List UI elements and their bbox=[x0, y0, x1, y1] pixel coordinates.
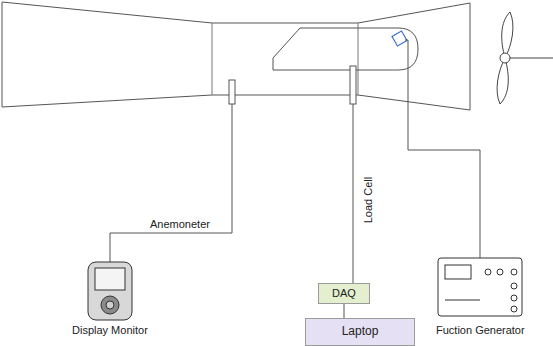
load-cell-wire bbox=[353, 104, 354, 283]
test-model bbox=[273, 28, 418, 70]
box-label: Laptop bbox=[342, 325, 379, 339]
fan bbox=[497, 12, 553, 104]
anemometer-probe bbox=[229, 80, 235, 104]
generator-wire bbox=[405, 40, 480, 258]
load-cell-rod bbox=[350, 66, 356, 104]
device-label: Anemoneter bbox=[150, 218, 210, 230]
device-label: Load Cell bbox=[362, 177, 374, 223]
tunnel-outline bbox=[2, 2, 470, 110]
function-generator bbox=[438, 258, 522, 316]
device-label: Fuction Generator bbox=[436, 324, 525, 336]
box-label: DAQ bbox=[332, 287, 356, 300]
cable-connector bbox=[344, 304, 345, 318]
actuator-square bbox=[392, 31, 407, 46]
anemometer-wire bbox=[110, 104, 232, 262]
display-monitor bbox=[88, 262, 132, 320]
device-label: Display Monitor bbox=[72, 324, 148, 336]
device-box: Laptop bbox=[305, 318, 415, 346]
device-box: DAQ bbox=[318, 283, 370, 304]
